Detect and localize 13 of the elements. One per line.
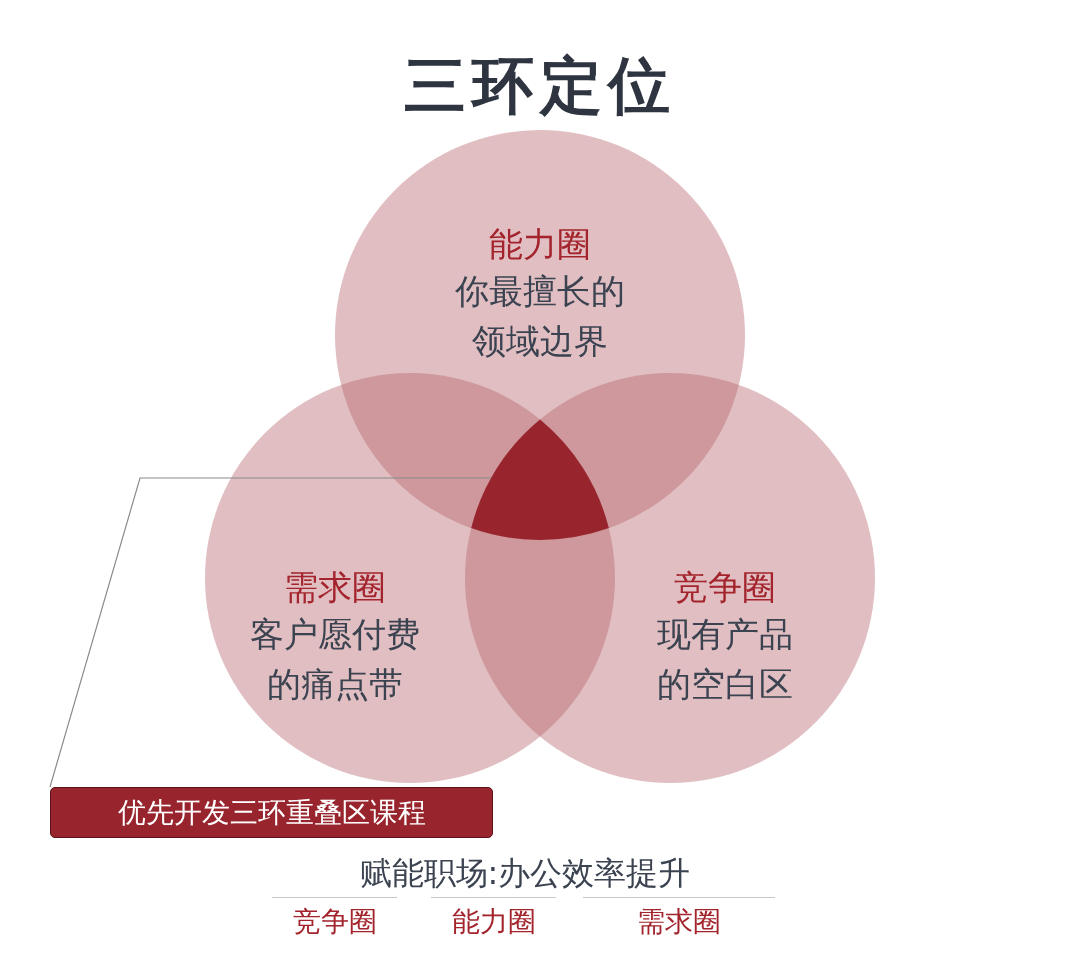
circle-heading: 需求圈 — [283, 566, 387, 609]
callout-box: 优先开发三环重叠区课程 — [50, 787, 493, 838]
circle-description: 现有产品的空白区 — [655, 613, 794, 706]
column-label: 需求圈 — [636, 904, 722, 940]
column-label: 能力圈 — [450, 904, 537, 940]
column-label: 竞争圈 — [291, 904, 378, 940]
circle-description: 你最擅长的领域边界 — [454, 270, 626, 363]
subtitle: 赋能职场:办公效率提升 — [358, 853, 692, 894]
circle-heading: 能力圈 — [488, 223, 592, 266]
leader-line — [49, 477, 492, 788]
circle-heading: 竞争圈 — [673, 566, 777, 609]
title: 三环定位 — [403, 48, 677, 124]
circle-description: 客户愿付费的痛点带 — [249, 613, 421, 706]
